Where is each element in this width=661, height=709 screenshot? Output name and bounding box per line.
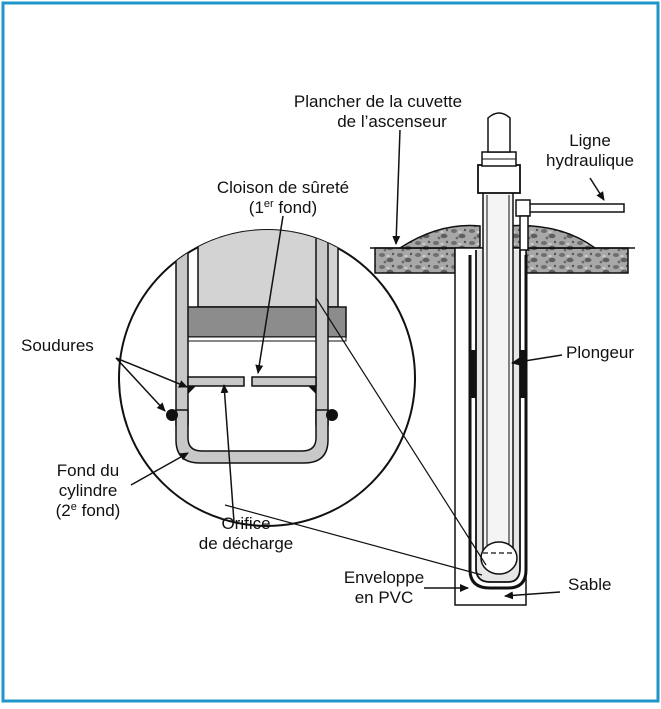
cloison-leader [255, 215, 284, 374]
label-hydraulic-1: Ligne [569, 131, 611, 150]
label-hydraulic-2: hydraulique [546, 151, 634, 170]
label-floor-2: de l’ascenseur [337, 112, 447, 131]
label-cloison-1: Cloison de sûreté [217, 178, 349, 197]
label-floor-1: Plancher de la cuvette [294, 92, 462, 111]
plongeur-leader [511, 354, 563, 366]
detail-circle [118, 229, 416, 527]
label-orifice-2: de décharge [199, 534, 294, 553]
pvc-envelope [468, 255, 528, 590]
hydraulic-leader [589, 177, 605, 201]
label-plongeur: Plongeur [566, 343, 634, 362]
label-sable: Sable [568, 575, 611, 594]
label-fond-1: Fond du [57, 461, 119, 480]
orifice-leader [220, 384, 235, 523]
fond-leader [130, 452, 189, 486]
soudures-leader-1 [115, 357, 188, 388]
label-cloison-2: (1er fond) [249, 198, 317, 217]
label-enveloppe-2: en PVC [355, 588, 414, 607]
detail-connector-1 [315, 297, 487, 566]
label-enveloppe-1: Enveloppe [344, 568, 424, 587]
plunger [480, 191, 518, 575]
label-fond-3: (2e fond) [56, 501, 121, 520]
hydraulic-line [515, 199, 625, 251]
floor-leader [392, 129, 401, 245]
sable-leader [504, 591, 561, 600]
soudures-leader-2 [115, 357, 166, 412]
label-orifice-1: Orifice [221, 514, 270, 533]
detail-connector-2 [224, 504, 483, 576]
label-soudures: Soudures [21, 336, 94, 355]
label-fond-2: cylindre [59, 481, 118, 500]
cylinder-head [477, 112, 521, 194]
